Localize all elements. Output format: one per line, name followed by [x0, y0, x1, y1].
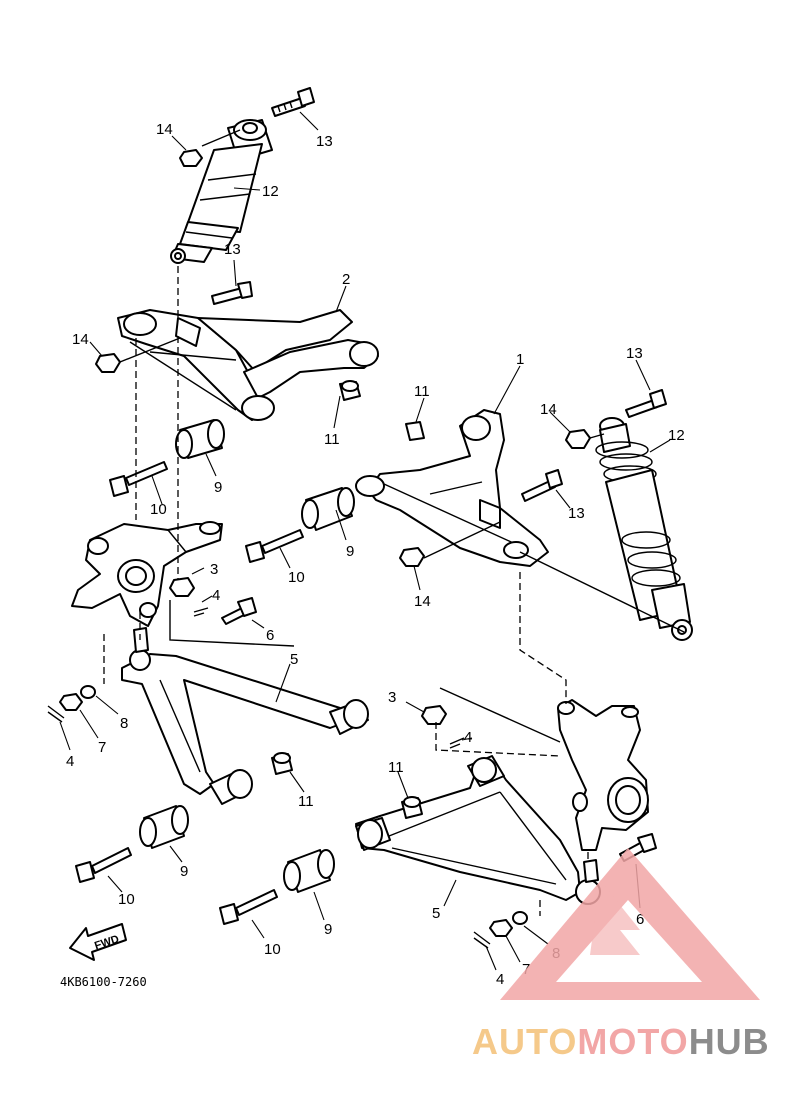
nut-14-right-arm	[399, 547, 425, 567]
bolt-10-upper-left	[109, 461, 168, 497]
callout-12: 12	[262, 183, 279, 200]
callout-11: 11	[298, 793, 314, 810]
callout-13: 13	[626, 345, 643, 362]
nut-14-top	[179, 149, 203, 167]
callout-14: 14	[72, 331, 89, 348]
bushing-9-upper-left	[175, 419, 225, 459]
nut-14-left	[95, 353, 121, 373]
callout-6: 6	[636, 911, 644, 928]
cotter-pin-4-right	[449, 737, 465, 749]
callout-10: 10	[264, 941, 281, 958]
watermark-triangle-icon	[500, 848, 760, 1000]
shock-absorber-left	[170, 119, 273, 264]
bolt-13-top	[271, 87, 315, 117]
bolt-10-lower-right	[219, 889, 278, 925]
callout-12: 12	[668, 427, 685, 444]
callout-11: 11	[388, 759, 404, 776]
callout-11: 11	[324, 431, 340, 448]
bolt-10-upper-right	[245, 529, 304, 563]
collar-11-upper-right	[405, 421, 425, 441]
callout-1: 1	[516, 351, 524, 368]
callout-10: 10	[150, 501, 167, 518]
callout-3: 3	[388, 689, 396, 706]
watermark-hub: HUB	[689, 1021, 770, 1062]
washer-8-right	[512, 911, 528, 925]
callout-6: 6	[266, 627, 274, 644]
callout-2: 2	[342, 271, 350, 288]
bolt-10-lower-left	[75, 847, 132, 883]
part-code: 4KB6100-7260	[60, 975, 147, 989]
collar-11-lower-left	[271, 752, 293, 775]
callout-4: 4	[464, 729, 472, 746]
nut-14-right-shock	[565, 429, 591, 449]
cotter-pin-4-left	[193, 607, 209, 617]
bushing-9-lower-right	[283, 849, 335, 893]
bushing-9-lower-left	[139, 805, 189, 849]
watermark-moto: MOTO	[577, 1021, 688, 1062]
callout-9: 9	[346, 543, 354, 560]
bolt-13-right-arm	[521, 469, 563, 502]
bolt-13-upper-left	[211, 281, 253, 305]
cotter-pin-4-lower-left	[47, 705, 65, 723]
bushing-9-upper-right	[301, 487, 355, 531]
callout-10: 10	[288, 569, 305, 586]
steering-knuckle-right	[557, 699, 649, 851]
callout-4: 4	[66, 753, 74, 770]
forward-arrow: FWD	[69, 923, 127, 961]
bolt-13-right-shock	[625, 389, 667, 418]
callout-10: 10	[118, 891, 135, 908]
nut-7-right	[489, 919, 513, 937]
callout-7: 7	[98, 739, 106, 756]
callout-13: 13	[316, 133, 333, 150]
automotohub-watermark	[500, 848, 760, 1000]
callout-13: 13	[224, 241, 241, 258]
steering-knuckle-left	[71, 521, 223, 627]
callout-5: 5	[432, 905, 440, 922]
watermark-auto: AUTO	[472, 1021, 577, 1062]
bolt-6-left	[221, 597, 257, 625]
callout-8: 8	[120, 715, 128, 732]
washer-8-left	[80, 685, 96, 699]
collar-11-upper-left	[339, 380, 361, 401]
callout-5: 5	[290, 651, 298, 668]
lower-arm-left	[121, 627, 369, 805]
callout-9: 9	[214, 479, 222, 496]
collar-11-lower-right	[401, 796, 423, 819]
watermark-inner-mark-icon	[590, 880, 640, 955]
callout-9: 9	[180, 863, 188, 880]
watermark-text: AUTOMOTOHUB	[472, 1021, 770, 1062]
cotter-pin-4-lower-right	[473, 931, 491, 949]
callout-4: 4	[212, 587, 220, 604]
shock-absorber-right	[595, 417, 693, 641]
callout-13: 13	[568, 505, 585, 522]
callout-4: 4	[496, 971, 504, 988]
callout-9: 9	[324, 921, 332, 938]
assembly-guide-lines	[103, 129, 685, 916]
lower-arm-right	[355, 755, 601, 905]
nut-3-right	[421, 705, 447, 725]
callout-11: 11	[414, 383, 430, 400]
upper-arm-right	[355, 409, 549, 567]
callout-14: 14	[156, 121, 173, 138]
callout-3: 3	[210, 561, 218, 578]
upper-arm-left	[117, 309, 379, 421]
nut-3-left	[169, 577, 195, 597]
callout-14: 14	[540, 401, 557, 418]
callout-14: 14	[414, 593, 431, 610]
leader-lines	[59, 111, 671, 971]
nut-7-left	[59, 693, 83, 711]
callout-labels: 13 14 12 13 2 14 11 9 10 1 11 13 14 12 1…	[66, 121, 685, 988]
